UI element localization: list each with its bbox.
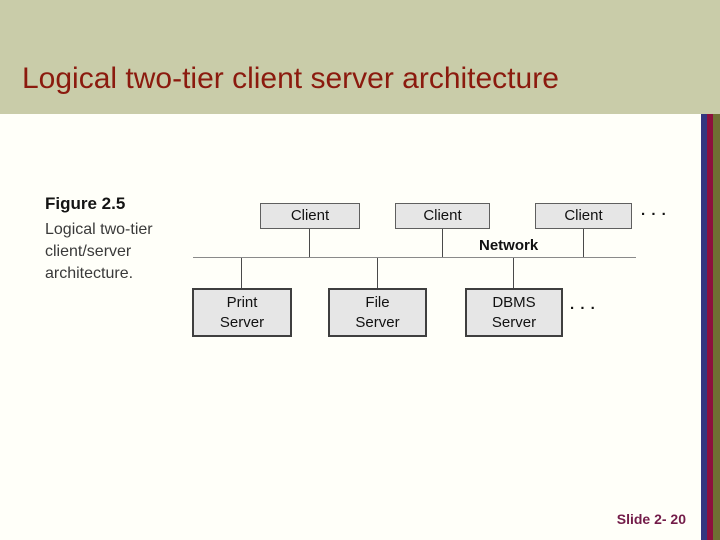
slide-number: Slide 2- 20 (616, 511, 686, 527)
connector-client-2 (442, 229, 443, 257)
client-node-2: Client (395, 203, 490, 229)
figure-caption-line: Logical two-tier (45, 221, 153, 238)
client-node-3: Client (535, 203, 632, 229)
dbms-server-node: DBMS Server (465, 288, 563, 337)
print-server-node: Print Server (192, 288, 292, 337)
servers-ellipsis: . . . (570, 296, 596, 313)
connector-client-3 (583, 229, 584, 257)
clients-ellipsis: . . . (641, 202, 667, 219)
server-label-line: DBMS (492, 294, 536, 311)
connector-server-1 (241, 258, 242, 288)
connector-server-2 (377, 258, 378, 288)
network-label: Network (479, 237, 539, 254)
figure-caption-title: Figure 2.5 (45, 194, 126, 213)
connector-server-3 (513, 258, 514, 288)
server-label-line: Server (491, 314, 537, 331)
right-edge-stripe-maroon (707, 114, 713, 540)
figure-caption-line: architecture. (45, 265, 134, 282)
server-label-line: Print (226, 294, 258, 311)
client-node-1: Client (260, 203, 360, 229)
server-label-line: File (365, 294, 390, 311)
right-edge-stripe-olive (713, 114, 720, 540)
server-label-line: Server (355, 314, 400, 331)
slide-title: Logical two-tier client server architect… (22, 62, 559, 95)
figure-caption: Figure 2.5 Logical two-tier client/serve… (45, 194, 153, 285)
right-edge-stripe-blue (701, 114, 707, 540)
figure-caption-line: client/server (45, 243, 132, 260)
file-server-node: File Server (328, 288, 427, 337)
connector-client-1 (309, 229, 310, 257)
header-band: Logical two-tier client server architect… (0, 0, 720, 114)
server-label-line: Server (219, 314, 265, 331)
network-bus-line (193, 257, 636, 258)
